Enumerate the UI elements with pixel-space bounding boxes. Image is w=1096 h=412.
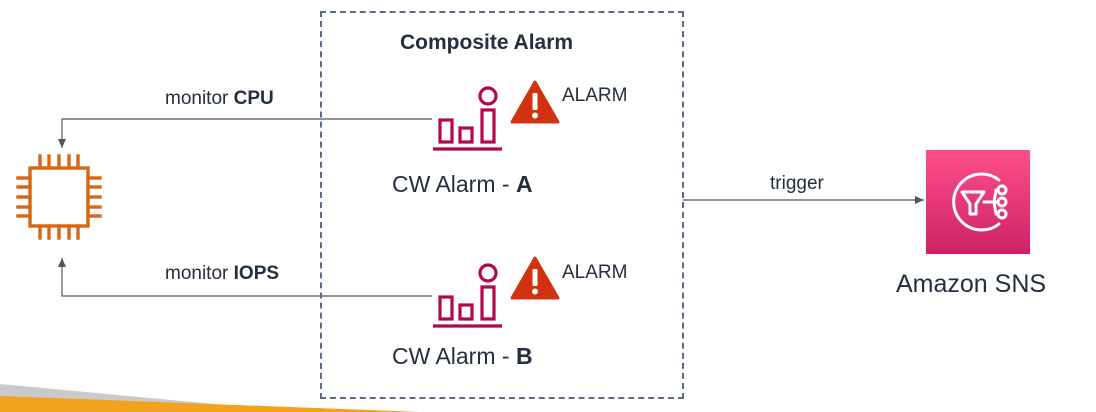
alarm-a-prefix: CW Alarm - xyxy=(392,171,516,197)
monitor-iops-line xyxy=(58,258,432,297)
alarm-b-prefix: CW Alarm - xyxy=(392,343,516,369)
alarm-b-name: CW Alarm - B xyxy=(392,343,533,370)
ec2-instance-icon xyxy=(14,152,104,247)
composite-alarm-box xyxy=(320,11,684,399)
cloudwatch-alarm-icon xyxy=(430,259,506,336)
monitor-iops-label: monitor IOPS xyxy=(165,263,279,285)
warning-icon xyxy=(510,80,560,129)
monitor-cpu-prefix: monitor xyxy=(165,88,234,109)
composite-alarm-title: Composite Alarm xyxy=(400,31,574,54)
monitor-iops-prefix: monitor xyxy=(165,263,234,284)
footer-stripe xyxy=(0,384,420,412)
sns-icon xyxy=(926,150,1030,254)
monitor-iops-metric: IOPS xyxy=(233,263,280,284)
monitor-cpu-line xyxy=(58,118,432,148)
warning-icon xyxy=(510,256,560,305)
alarm-b-letter: B xyxy=(515,343,533,369)
cloudwatch-alarm-icon xyxy=(430,82,506,159)
alarm-a-letter: A xyxy=(515,171,533,197)
monitor-cpu-metric: CPU xyxy=(233,88,274,109)
monitor-cpu-label: monitor CPU xyxy=(165,88,274,110)
alarm-b-state: ALARM xyxy=(562,262,628,283)
alarm-a-name: CW Alarm - A xyxy=(392,171,533,198)
trigger-label: trigger xyxy=(770,173,824,194)
alarm-a-state: ALARM xyxy=(562,85,628,106)
sns-label: Amazon SNS xyxy=(896,270,1047,298)
